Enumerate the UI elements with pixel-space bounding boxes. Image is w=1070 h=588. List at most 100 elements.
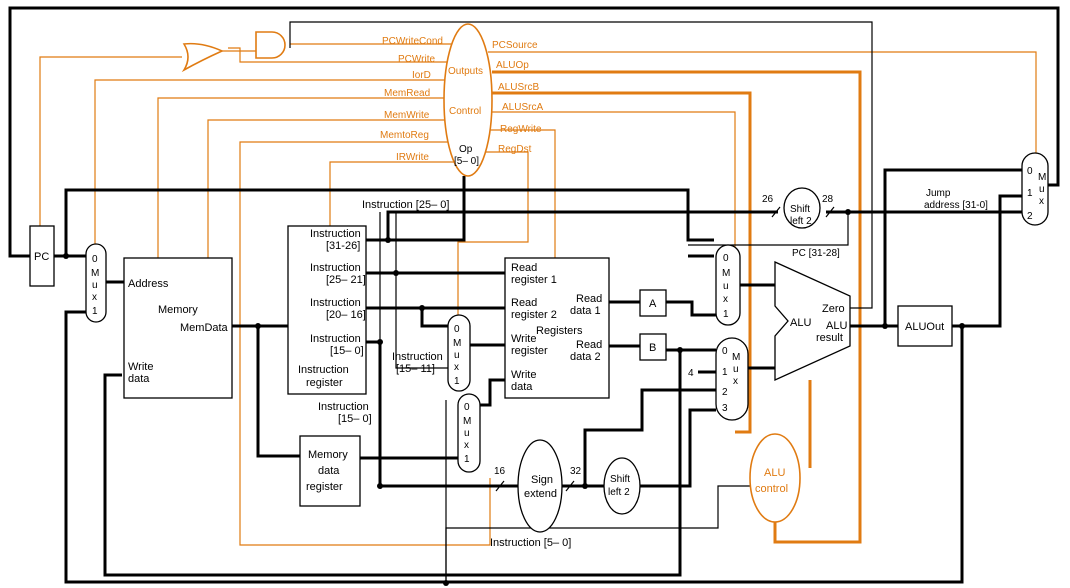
svg-text:ALUOut: ALUOut <box>905 321 944 333</box>
svg-text:1: 1 <box>454 376 460 387</box>
signal-regdst: RegDst <box>498 144 532 155</box>
svg-text:M: M <box>1038 172 1046 183</box>
svg-text:0: 0 <box>454 324 460 335</box>
field-labels: Instruction [25– 0] Instruction [15– 11]… <box>318 188 988 549</box>
svg-text:Write: Write <box>511 333 536 345</box>
bus-width-markers <box>495 206 835 492</box>
svg-text:1: 1 <box>722 367 728 378</box>
label-instruction-15-11-a: Instruction <box>392 351 443 363</box>
svg-text:[25– 21]: [25– 21] <box>326 274 366 286</box>
svg-text:register: register <box>511 345 548 357</box>
label-width-32: 32 <box>570 466 582 477</box>
regdst-mux: 0 M u x 1 <box>447 314 471 392</box>
label-instruction-25-0: Instruction [25– 0] <box>362 199 449 211</box>
signal-regwrite: RegWrite <box>500 124 542 135</box>
svg-text:u: u <box>1039 184 1045 195</box>
svg-text:Instruction: Instruction <box>310 297 361 309</box>
alusrcb-mux: 0 1 2 3 M u x <box>715 337 749 421</box>
label-jump-2: address [31-0] <box>924 200 988 211</box>
svg-text:register: register <box>306 377 343 389</box>
svg-text:Registers: Registers <box>536 325 583 337</box>
svg-text:A: A <box>649 298 657 310</box>
signal-irwrite: IRWrite <box>396 152 429 163</box>
signal-memread: MemRead <box>384 88 430 99</box>
memtoreg-mux: 0 M u x 1 <box>457 393 481 473</box>
svg-text:M: M <box>722 268 730 279</box>
svg-text:[31-26]: [31-26] <box>326 240 360 252</box>
svg-text:register 1: register 1 <box>511 274 557 286</box>
signal-aluop: ALUOp <box>496 60 529 71</box>
svg-text:register: register <box>306 481 343 493</box>
alusrca-mux: 0 M u x 1 <box>715 244 741 326</box>
svg-text:MemData: MemData <box>180 322 229 334</box>
svg-text:M: M <box>91 268 99 279</box>
junction-dots <box>63 209 965 586</box>
svg-text:extend: extend <box>524 488 557 500</box>
label-jump-1: Jump <box>926 188 951 199</box>
svg-text:1: 1 <box>723 309 729 320</box>
svg-text:M: M <box>453 338 461 349</box>
svg-text:Instruction: Instruction <box>310 228 361 240</box>
svg-text:PC: PC <box>34 251 49 263</box>
svg-text:Write: Write <box>128 361 153 373</box>
signal-pcwritecond: PCWriteCond <box>382 36 443 47</box>
svg-text:left 2: left 2 <box>790 216 812 227</box>
svg-text:data: data <box>318 465 340 477</box>
svg-text:[5– 0]: [5– 0] <box>454 156 479 167</box>
svg-text:M: M <box>463 416 471 427</box>
svg-text:control: control <box>755 483 788 495</box>
svg-text:u: u <box>733 364 739 375</box>
svg-text:1: 1 <box>1027 188 1033 199</box>
label-width-28: 28 <box>822 194 834 205</box>
svg-text:1: 1 <box>464 454 470 465</box>
register-file: Read register 1 Read register 2 Write re… <box>504 257 610 399</box>
aluout-register: ALUOut <box>897 305 953 347</box>
svg-text:Control: Control <box>449 106 481 117</box>
svg-text:ALU: ALU <box>826 320 847 332</box>
svg-text:0: 0 <box>464 402 470 413</box>
alu-control: ALU control <box>749 433 801 523</box>
svg-text:u: u <box>454 350 460 361</box>
svg-text:0: 0 <box>722 346 728 357</box>
svg-text:Read: Read <box>576 293 602 305</box>
svg-text:x: x <box>1039 196 1044 207</box>
control-signal-labels: PCWriteCond PCWrite IorD MemRead MemWrit… <box>380 36 543 163</box>
signal-iord: IorD <box>412 70 431 81</box>
label-pc-31-28: PC [31-28] <box>792 248 840 259</box>
svg-text:Instruction: Instruction <box>298 364 349 376</box>
label-width-26: 26 <box>762 194 774 205</box>
memory-data-register: Memory data register <box>299 435 361 507</box>
svg-text:Outputs: Outputs <box>448 66 483 77</box>
memory-unit: Address Memory MemData Write data <box>123 257 233 399</box>
svg-text:B: B <box>649 342 656 354</box>
pc-write-gates <box>181 31 286 73</box>
label-instruction-5-0: Instruction [5– 0] <box>490 537 571 549</box>
svg-text:Shift: Shift <box>610 474 630 485</box>
svg-text:3: 3 <box>722 403 728 414</box>
constant-four: 4 <box>688 368 694 379</box>
svg-text:x: x <box>454 362 459 373</box>
signal-alusrcb: ALUSrcB <box>498 82 539 93</box>
signal-alusrca: ALUSrcA <box>502 102 543 113</box>
b-register: B <box>639 333 667 361</box>
and-gate <box>255 31 286 59</box>
svg-text:data: data <box>511 381 533 393</box>
svg-text:data: data <box>128 373 150 385</box>
svg-text:x: x <box>464 440 469 451</box>
label-instruction-15-11-b: [15– 11] <box>396 363 435 375</box>
svg-text:register 2: register 2 <box>511 309 557 321</box>
signal-memtoreg: MemtoReg <box>380 130 429 141</box>
svg-text:u: u <box>464 428 470 439</box>
datapath-wires <box>8 6 1060 584</box>
svg-text:Sign: Sign <box>531 474 553 486</box>
or-gate <box>181 42 224 73</box>
pcsource-mux: 0 1 2 M u x <box>1021 152 1049 226</box>
a-register: A <box>639 289 667 317</box>
alu: ALU Zero ALU result <box>774 260 851 382</box>
shift-left-2-branch: Shift left 2 <box>603 457 641 515</box>
svg-text:ALU: ALU <box>764 467 785 479</box>
label-instruction-15-0-a: Instruction <box>318 401 369 413</box>
svg-text:x: x <box>723 294 728 305</box>
svg-text:Memory: Memory <box>158 304 198 316</box>
